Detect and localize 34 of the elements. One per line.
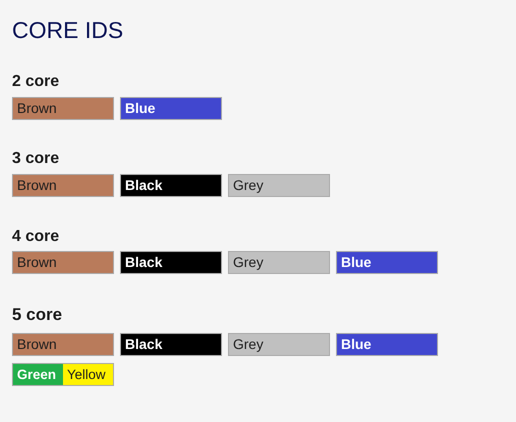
core-color-chip bbox=[228, 333, 330, 356]
core-color-chip bbox=[12, 251, 114, 274]
group-heading: 5 core bbox=[12, 305, 62, 325]
core-color-name: Grey bbox=[232, 335, 264, 354]
core-color-chip bbox=[12, 363, 114, 386]
core-color-name: Brown bbox=[16, 99, 58, 118]
core-color-chip bbox=[12, 97, 114, 120]
core-color-name: Black bbox=[124, 335, 164, 354]
group-heading: 2 core bbox=[12, 72, 60, 92]
core-color-name: Brown bbox=[16, 335, 58, 354]
group-heading: 4 core bbox=[12, 227, 60, 247]
core-color-name: Grey bbox=[232, 253, 264, 272]
page-title: CORE IDS bbox=[12, 17, 124, 43]
core-color-name: Black bbox=[124, 253, 164, 272]
core-color-name: Blue bbox=[340, 335, 372, 354]
core-color-name: Blue bbox=[340, 253, 372, 272]
core-color-name: Grey bbox=[232, 176, 264, 195]
core-color-chip bbox=[120, 97, 222, 120]
core-color-chip bbox=[12, 174, 114, 197]
core-color-name: Brown bbox=[16, 176, 58, 195]
core-color-chip bbox=[12, 333, 114, 356]
core-color-name: Black bbox=[124, 176, 164, 195]
core-color-chip bbox=[120, 251, 222, 274]
core-color-chip bbox=[336, 333, 438, 356]
core-color-chip bbox=[336, 251, 438, 274]
core-color-name: Green bbox=[13, 364, 63, 385]
core-color-chip bbox=[120, 333, 222, 356]
core-color-name: Yellow bbox=[63, 364, 113, 385]
core-color-chip bbox=[228, 251, 330, 274]
core-color-chip bbox=[120, 174, 222, 197]
core-color-name: Blue bbox=[124, 99, 156, 118]
core-color-chip bbox=[228, 174, 330, 197]
core-color-name: Brown bbox=[16, 253, 58, 272]
group-heading: 3 core bbox=[12, 149, 60, 169]
